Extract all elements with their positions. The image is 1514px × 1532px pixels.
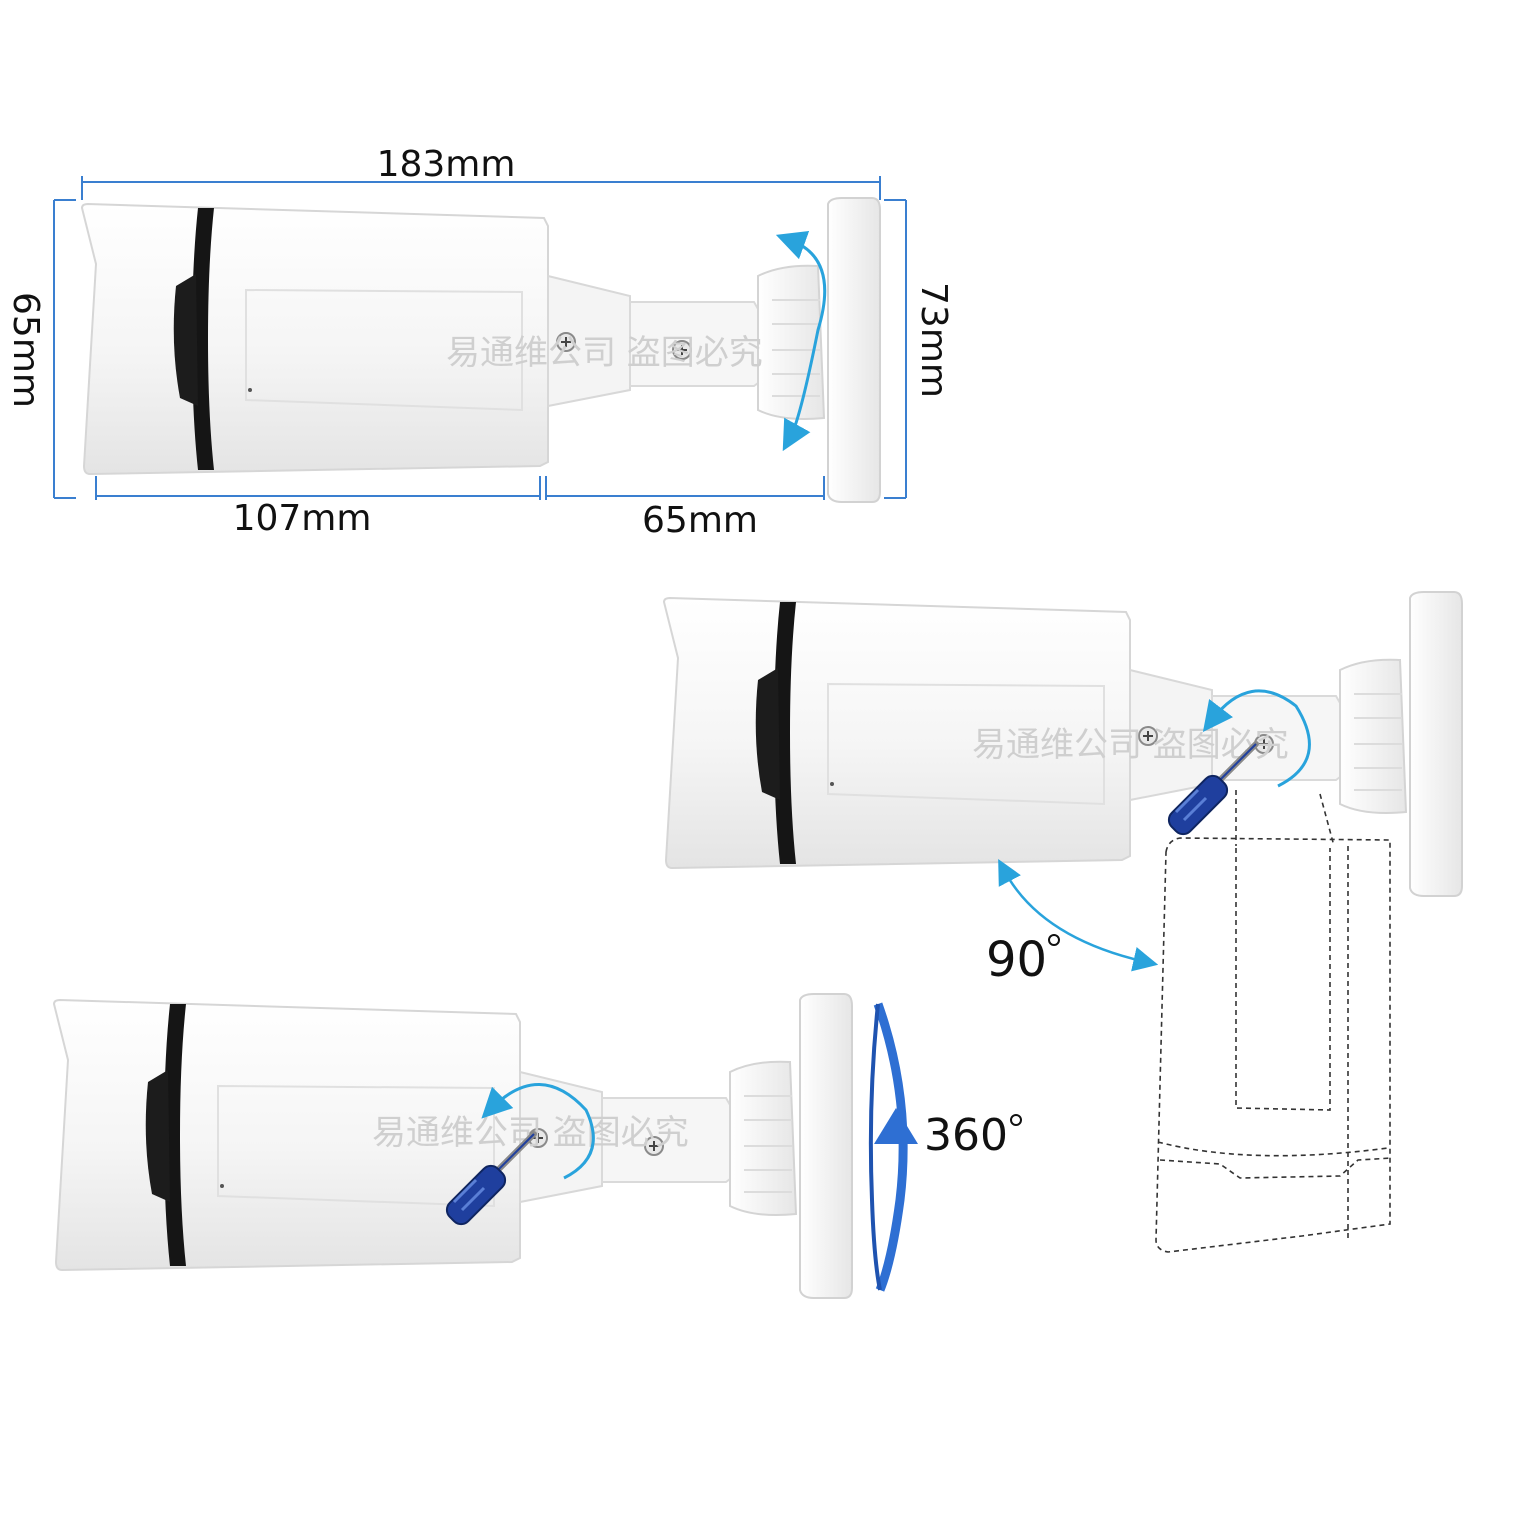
tilt-rotation-arrow-icon — [1202, 689, 1311, 788]
rotation-ring — [868, 1002, 918, 1292]
dim-length-label: 183mm — [377, 144, 516, 185]
dim-height-mount-label: 73mm — [913, 282, 954, 398]
degree-symbol-icon-2 — [1010, 1114, 1022, 1126]
tilt-angle-label: 90 — [986, 932, 1047, 988]
tilt-view: 易通维公司 盗图必究 90 — [663, 591, 1463, 1253]
watermark-top: 易通维公司 盗图必究 — [446, 333, 763, 373]
tilt-ghost-outline — [1155, 790, 1393, 1253]
tilt-angle-arc — [998, 858, 1159, 972]
dim-bracket-length-label: 65mm — [642, 500, 758, 541]
dim-body-length-label: 107mm — [233, 498, 372, 539]
watermark-tilt: 易通维公司 盗图必究 — [972, 725, 1289, 765]
rotation-view: 易通维公司 盗图必究 360 — [53, 993, 1022, 1299]
dimension-view: 易通维公司 盗图必究 183mm 65mm 73mm 107mm — [5, 144, 954, 541]
degree-symbol-icon — [1048, 934, 1060, 946]
watermark-rotation: 易通维公司 盗图必究 — [372, 1113, 689, 1153]
dim-height-body-label: 65mm — [5, 292, 46, 408]
rotation-angle-label: 360 — [924, 1110, 1008, 1161]
rotation-arrow-icon — [481, 1083, 595, 1180]
rotation-arrow-icon — [775, 230, 827, 452]
